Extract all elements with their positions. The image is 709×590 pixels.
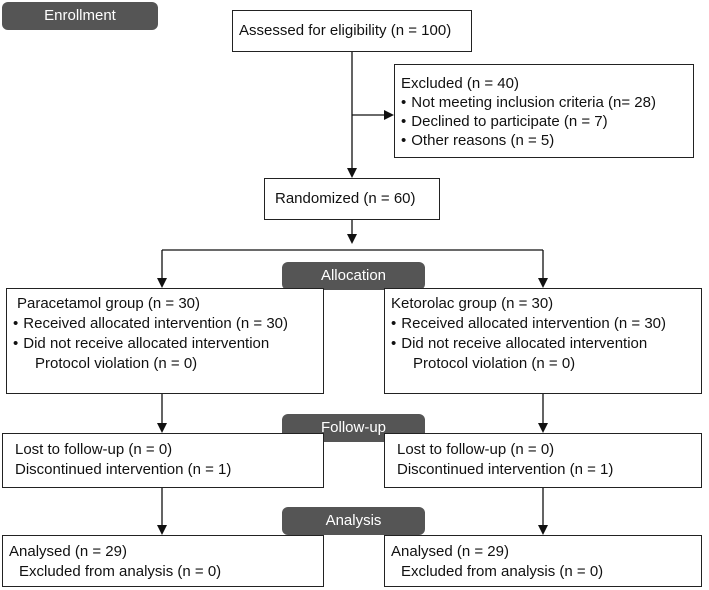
left-followup-box: Lost to follow-up (n = 0) Discontinued i… [2,433,324,488]
left-received: Received allocated intervention (n = 30) [13,314,317,334]
right-discontinued: Discontinued intervention (n = 1) [397,461,614,478]
right-analysis-box: Analysed (n = 29) Excluded from analysis… [384,535,702,587]
left-analysed: Analysed (n = 29) [9,543,127,560]
randomized-box: Randomized (n = 60) [264,178,440,220]
excluded-box: Excluded (n = 40) Not meeting inclusion … [394,64,694,158]
excluded-item: Other reasons (n = 5) [401,131,687,150]
left-protocol: Protocol violation (n = 0) [35,355,198,372]
stage-allocation: Allocation [282,262,425,290]
stage-enrollment: Enrollment [2,2,158,30]
right-protocol: Protocol violation (n = 0) [413,355,576,372]
left-excluded-analysis: Excluded from analysis (n = 0) [19,563,222,580]
right-not-received: Did not receive allocated intervention [391,334,695,354]
stage-analysis: Analysis [282,507,425,535]
right-group-title: Ketorolac group (n = 30) [391,295,554,312]
left-allocation-box: Paracetamol group (n = 30) Received allo… [6,288,324,394]
assessed-box: Assessed for eligibility (n = 100) [232,10,472,52]
left-lost: Lost to follow-up (n = 0) [15,441,173,458]
left-group-title: Paracetamol group (n = 30) [17,295,201,312]
left-not-received: Did not receive allocated intervention [13,334,317,354]
randomized-text: Randomized (n = 60) [275,190,416,207]
excluded-item: Declined to participate (n = 7) [401,112,687,131]
excluded-item: Not meeting inclusion criteria (n= 28) [401,93,687,112]
right-analysed: Analysed (n = 29) [391,543,509,560]
right-allocation-box: Ketorolac group (n = 30) Received alloca… [384,288,702,394]
excluded-title: Excluded (n = 40) [401,75,519,92]
right-followup-box: Lost to follow-up (n = 0) Discontinued i… [384,433,702,488]
right-received: Received allocated intervention (n = 30) [391,314,695,334]
assessed-text: Assessed for eligibility (n = 100) [239,22,452,39]
right-lost: Lost to follow-up (n = 0) [397,441,555,458]
left-discontinued: Discontinued intervention (n = 1) [15,461,232,478]
right-excluded-analysis: Excluded from analysis (n = 0) [401,563,604,580]
left-analysis-box: Analysed (n = 29) Excluded from analysis… [2,535,324,587]
